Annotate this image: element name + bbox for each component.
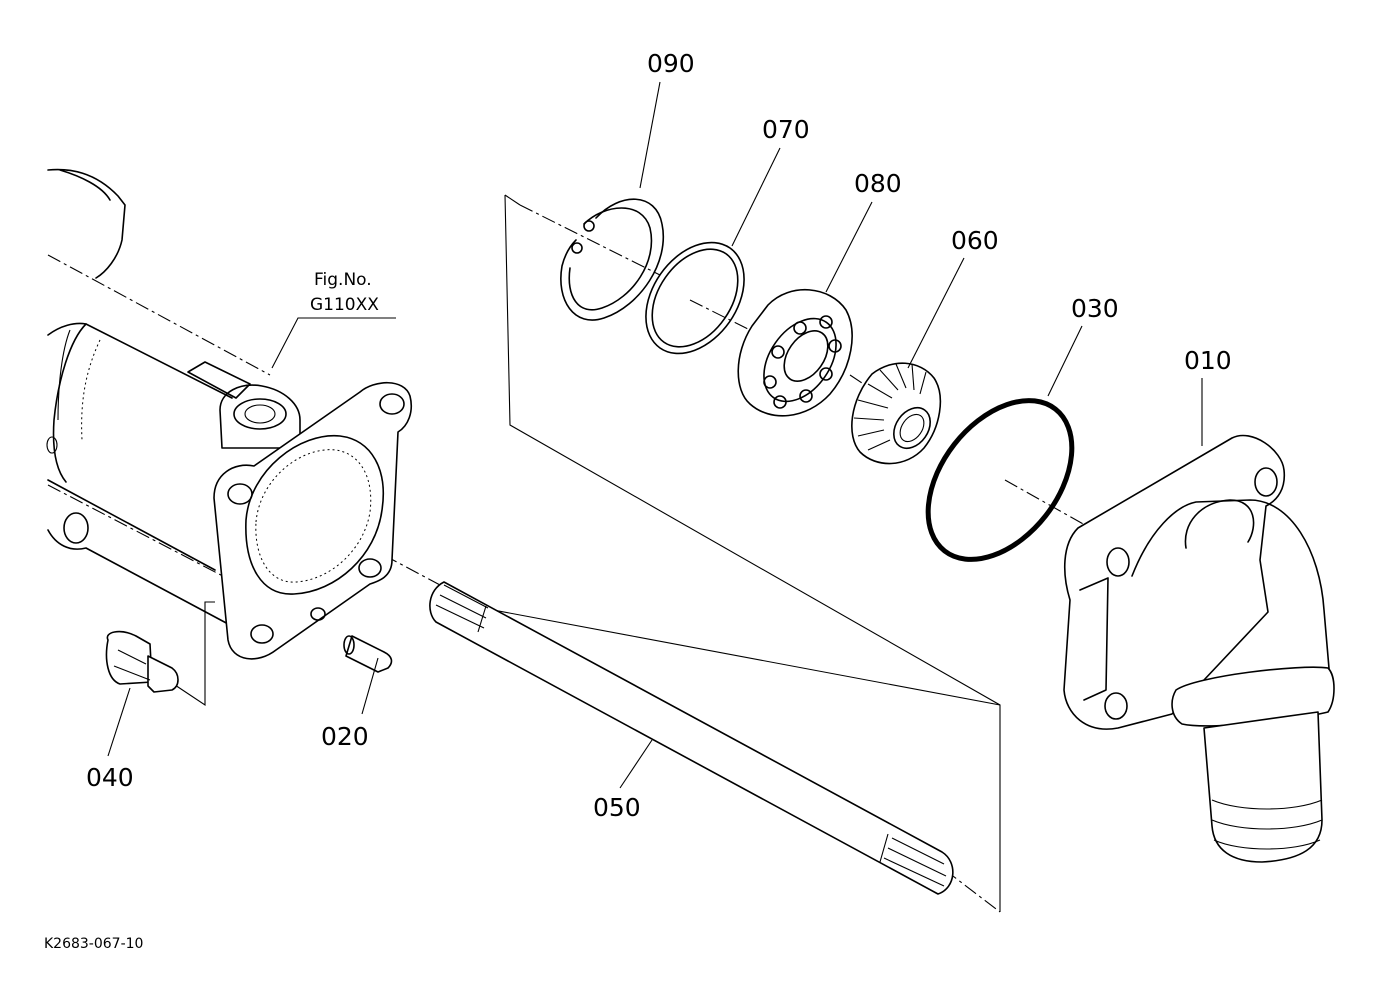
part-010-cover xyxy=(1063,434,1335,863)
part-050-shaft xyxy=(429,581,954,895)
label-040: 040 xyxy=(86,763,134,792)
part-labels: 090 070 080 060 030 010 020 040 050 Fig.… xyxy=(44,49,1232,952)
drawing-code: K2683-067-10 xyxy=(44,936,143,952)
figure-ref-label: Fig.No. xyxy=(314,270,372,290)
part-060-gear xyxy=(851,362,942,465)
label-020: 020 xyxy=(321,722,369,751)
label-060: 060 xyxy=(951,226,999,255)
figure-ref-code: G110XX xyxy=(310,295,379,315)
assembly-group-bracket xyxy=(439,194,1001,912)
leader-lines xyxy=(107,81,1203,789)
part-040-plug xyxy=(105,601,215,707)
label-010: 010 xyxy=(1184,346,1232,375)
label-080: 080 xyxy=(854,169,902,198)
label-030: 030 xyxy=(1071,294,1119,323)
part-090-circlip xyxy=(560,198,665,321)
label-070: 070 xyxy=(762,115,810,144)
part-070-ring xyxy=(645,241,745,355)
part-020-pin xyxy=(343,635,393,673)
label-090: 090 xyxy=(647,49,695,78)
centre-lines xyxy=(47,204,1086,913)
label-050: 050 xyxy=(593,793,641,822)
part-030-o-ring xyxy=(925,398,1075,562)
part-080-bearing xyxy=(737,288,853,417)
gearcase-housing xyxy=(46,168,413,660)
